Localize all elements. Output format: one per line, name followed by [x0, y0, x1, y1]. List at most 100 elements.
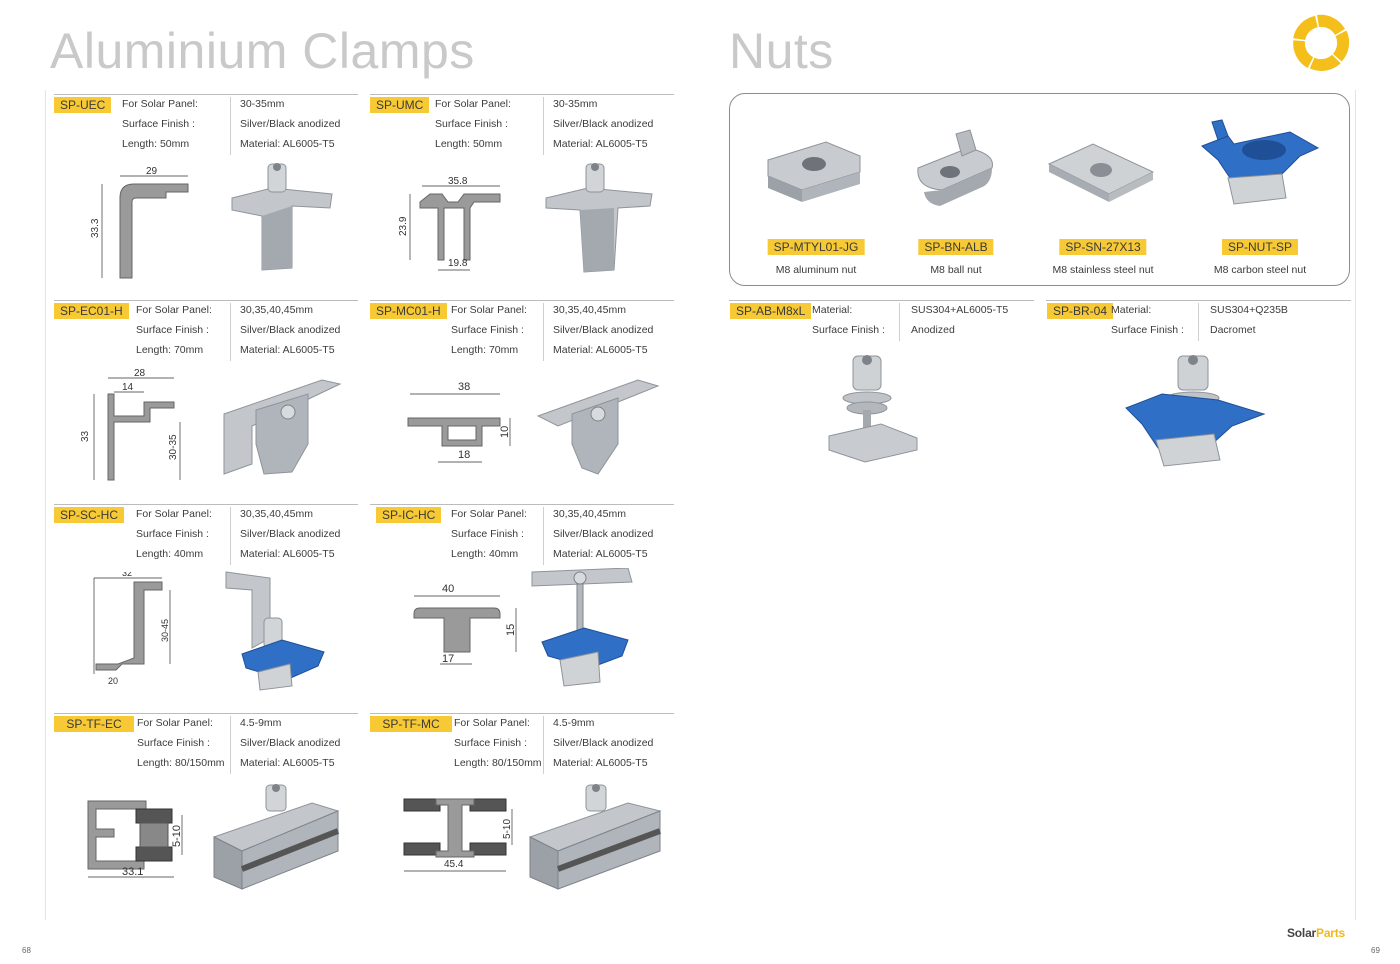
finish-label: Surface Finish : — [812, 324, 885, 336]
panel-label: For Solar Panel: — [451, 508, 527, 520]
finish-value: Silver/Black anodized — [553, 737, 654, 749]
bolt-assembly-image — [828, 355, 918, 463]
product-code-badge: SP-BR-04 — [1047, 303, 1114, 319]
panel-value: 30,35,40,45mm — [240, 304, 313, 316]
right-page-border — [1355, 90, 1356, 920]
dim-label: 5-10 — [171, 825, 183, 847]
finish-value: Silver/Black anodized — [553, 528, 654, 540]
material-label: Material: AL6005-T5 — [240, 757, 335, 769]
spec-table: SP-UEC For Solar Panel: 30-35mm Surface … — [54, 94, 358, 156]
panel-label: For Solar Panel: — [136, 304, 212, 316]
panel-value: 30,35,40,45mm — [553, 304, 626, 316]
panel-label: For Solar Panel: — [122, 98, 198, 110]
panel-value: 30-35mm — [240, 98, 285, 110]
dim-label: 28 — [134, 368, 146, 379]
material-label: Material: AL6005-T5 — [553, 138, 648, 150]
left-page-number: 68 — [22, 946, 31, 955]
spec-table: SP-TF-EC For Solar Panel: 4.5-9mm Surfac… — [54, 713, 358, 775]
bolt-sp-ab-m8xl: SP-AB-M8xL Material: SUS304+AL6005-T5 Su… — [729, 300, 1034, 480]
dim-label: 30-35 — [168, 434, 179, 460]
finish-value: Silver/Black anodized — [553, 118, 654, 130]
clamp-photo — [528, 784, 662, 890]
material-label: Material: — [812, 304, 853, 316]
profile-drawing: 29 33.3 — [90, 166, 189, 279]
finish-value: Anodized — [911, 324, 955, 336]
clamp-photo — [212, 784, 340, 890]
nut-item: SP-SN-27X13 M8 stainless steel nut — [1033, 108, 1173, 276]
nut-code-badge: SP-BN-ALB — [918, 239, 994, 255]
profile-drawing: 40 15 17 — [413, 583, 517, 665]
panel-label: For Solar Panel: — [136, 508, 212, 520]
dim-label: 30-45 — [160, 619, 170, 642]
finish-label: Surface Finish : — [122, 118, 195, 130]
product-code-badge: SP-IC-HC — [376, 507, 442, 523]
dim-label: 32 — [122, 572, 132, 578]
clamp-photo — [231, 163, 333, 271]
brand-part-2: Parts — [1316, 926, 1346, 940]
dim-label: 14 — [122, 382, 134, 393]
bolt-sp-br-04: SP-BR-04 Material: SUS304+Q235B Surface … — [1046, 300, 1351, 480]
product-sp-umc: SP-UMC For Solar Panel: 30-35mm Surface … — [370, 94, 674, 299]
finish-value: Dacromet — [1210, 324, 1256, 336]
material-value: SUS304+AL6005-T5 — [911, 304, 1009, 316]
dim-label: 29 — [146, 166, 158, 177]
material-value: SUS304+Q235B — [1210, 304, 1288, 316]
carbon-steel-nut-image — [1201, 119, 1320, 205]
dim-label: 35.8 — [448, 176, 468, 187]
product-code-badge: SP-TF-EC — [54, 716, 134, 732]
dim-label: 45.4 — [444, 859, 464, 870]
nut-item: SP-MTYL01-JG M8 aluminum nut — [746, 108, 886, 276]
material-label: Material: — [1111, 304, 1152, 316]
bolt-assembly-image — [1125, 355, 1266, 467]
product-sp-ec01-h: SP-EC01-H For Solar Panel: 30,35,40,45mm… — [54, 300, 358, 505]
nut-code-badge: SP-NUT-SP — [1221, 239, 1299, 255]
finish-label: Surface Finish : — [136, 324, 209, 336]
dim-label: 33.3 — [90, 218, 101, 238]
dim-label: 20 — [108, 676, 118, 686]
clamp-photo — [536, 379, 660, 475]
spec-divider — [230, 303, 231, 361]
nut-code-badge: SP-SN-27X13 — [1059, 239, 1147, 255]
product-code-badge: SP-AB-M8xL — [730, 303, 812, 319]
clamp-photo — [225, 571, 325, 691]
spec-table: SP-IC-HC For Solar Panel: 30,35,40,45mm … — [370, 504, 674, 566]
nuts-panel: SP-MTYL01-JG M8 aluminum nut SP-BN-ALB M… — [729, 93, 1350, 286]
spec-table: SP-EC01-H For Solar Panel: 30,35,40,45mm… — [54, 300, 358, 362]
dim-label: 15 — [505, 624, 517, 636]
length-label: Length: 40mm — [136, 548, 204, 560]
material-label: Material: AL6005-T5 — [553, 344, 648, 356]
finish-label: Surface Finish : — [451, 324, 524, 336]
finish-label: Surface Finish : — [435, 118, 508, 130]
length-label: Length: 80/150mm — [454, 757, 542, 769]
material-label: Material: AL6005-T5 — [553, 548, 648, 560]
nut-item: SP-NUT-SP M8 carbon steel nut — [1190, 108, 1330, 276]
length-label: Length: 50mm — [122, 138, 190, 150]
spec-divider — [899, 303, 900, 341]
finish-value: Silver/Black anodized — [240, 324, 341, 336]
spec-table: SP-SC-HC For Solar Panel: 30,35,40,45mm … — [54, 504, 358, 566]
clamp-photo — [223, 379, 342, 475]
right-page-title: Nuts — [729, 23, 834, 79]
right-page-number: 69 — [1371, 946, 1380, 955]
finish-value: Silver/Black anodized — [240, 118, 341, 130]
spec-divider — [230, 507, 231, 565]
material-label: Material: AL6005-T5 — [240, 344, 335, 356]
product-sp-tf-ec: SP-TF-EC For Solar Panel: 4.5-9mm Surfac… — [54, 713, 358, 918]
product-code-badge: SP-SC-HC — [54, 507, 125, 523]
brand-part-1: Solar — [1287, 926, 1317, 940]
left-page-title: Aluminium Clamps — [50, 23, 475, 79]
brand-wordmark: SolarParts — [1287, 926, 1345, 940]
dim-label: 18 — [458, 449, 470, 461]
material-label: Material: AL6005-T5 — [240, 548, 335, 560]
finish-label: Surface Finish : — [136, 528, 209, 540]
panel-label: For Solar Panel: — [454, 717, 530, 729]
panel-label: For Solar Panel: — [435, 98, 511, 110]
material-label: Material: AL6005-T5 — [553, 757, 648, 769]
profile-drawing: 5-10 45.4 — [403, 798, 513, 872]
product-code-badge: SP-TF-MC — [370, 716, 452, 732]
spec-divider — [230, 716, 231, 774]
spec-table: SP-BR-04 Material: SUS304+Q235B Surface … — [1046, 300, 1351, 362]
dim-label: 23.9 — [398, 216, 409, 236]
finish-value: Silver/Black anodized — [553, 324, 654, 336]
nut-item: SP-BN-ALB M8 ball nut — [886, 108, 1026, 276]
